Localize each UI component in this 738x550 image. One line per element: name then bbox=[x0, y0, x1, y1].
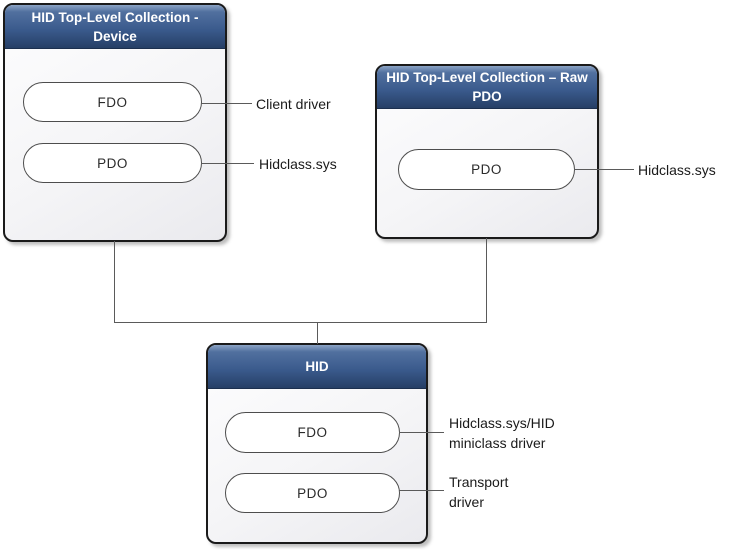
leader-miniclass-driver bbox=[399, 432, 444, 433]
leader-hidclass-device bbox=[201, 163, 254, 164]
annotation-transport-driver: Transport driver bbox=[449, 474, 509, 510]
annotation-client-driver: Client driver bbox=[256, 96, 331, 112]
leader-transport-driver bbox=[399, 490, 444, 491]
pill-hid-fdo: FDO bbox=[225, 412, 400, 453]
annotation-hidclass-rawpdo: Hidclass.sys bbox=[638, 162, 716, 178]
annotation-hidclass-device: Hidclass.sys bbox=[259, 156, 337, 172]
connector-device-to-bus bbox=[114, 241, 115, 322]
connector-bus-to-hid bbox=[317, 322, 318, 344]
connector-bus-horizontal bbox=[114, 322, 487, 323]
pill-device-fdo: FDO bbox=[23, 82, 202, 122]
pill-device-pdo: PDO bbox=[23, 143, 202, 183]
leader-hidclass-rawpdo bbox=[574, 169, 634, 170]
connector-rawpdo-to-bus bbox=[486, 238, 487, 322]
annotation-miniclass-driver: Hidclass.sys/HID miniclass driver bbox=[449, 415, 555, 451]
box-tlc-device: HID Top-Level Collection - Device FDO PD… bbox=[3, 3, 227, 242]
pill-raw-pdo: PDO bbox=[398, 149, 575, 190]
leader-client-driver bbox=[201, 103, 252, 104]
box-tlc-raw-pdo: HID Top-Level Collection – Raw PDO PDO bbox=[375, 64, 599, 239]
pill-hid-pdo: PDO bbox=[225, 473, 400, 513]
box-hid: HID FDO PDO bbox=[206, 343, 428, 544]
box-tlc-device-title: HID Top-Level Collection - Device bbox=[5, 5, 225, 49]
box-tlc-raw-pdo-title: HID Top-Level Collection – Raw PDO bbox=[377, 66, 597, 109]
box-hid-title: HID bbox=[208, 345, 426, 389]
